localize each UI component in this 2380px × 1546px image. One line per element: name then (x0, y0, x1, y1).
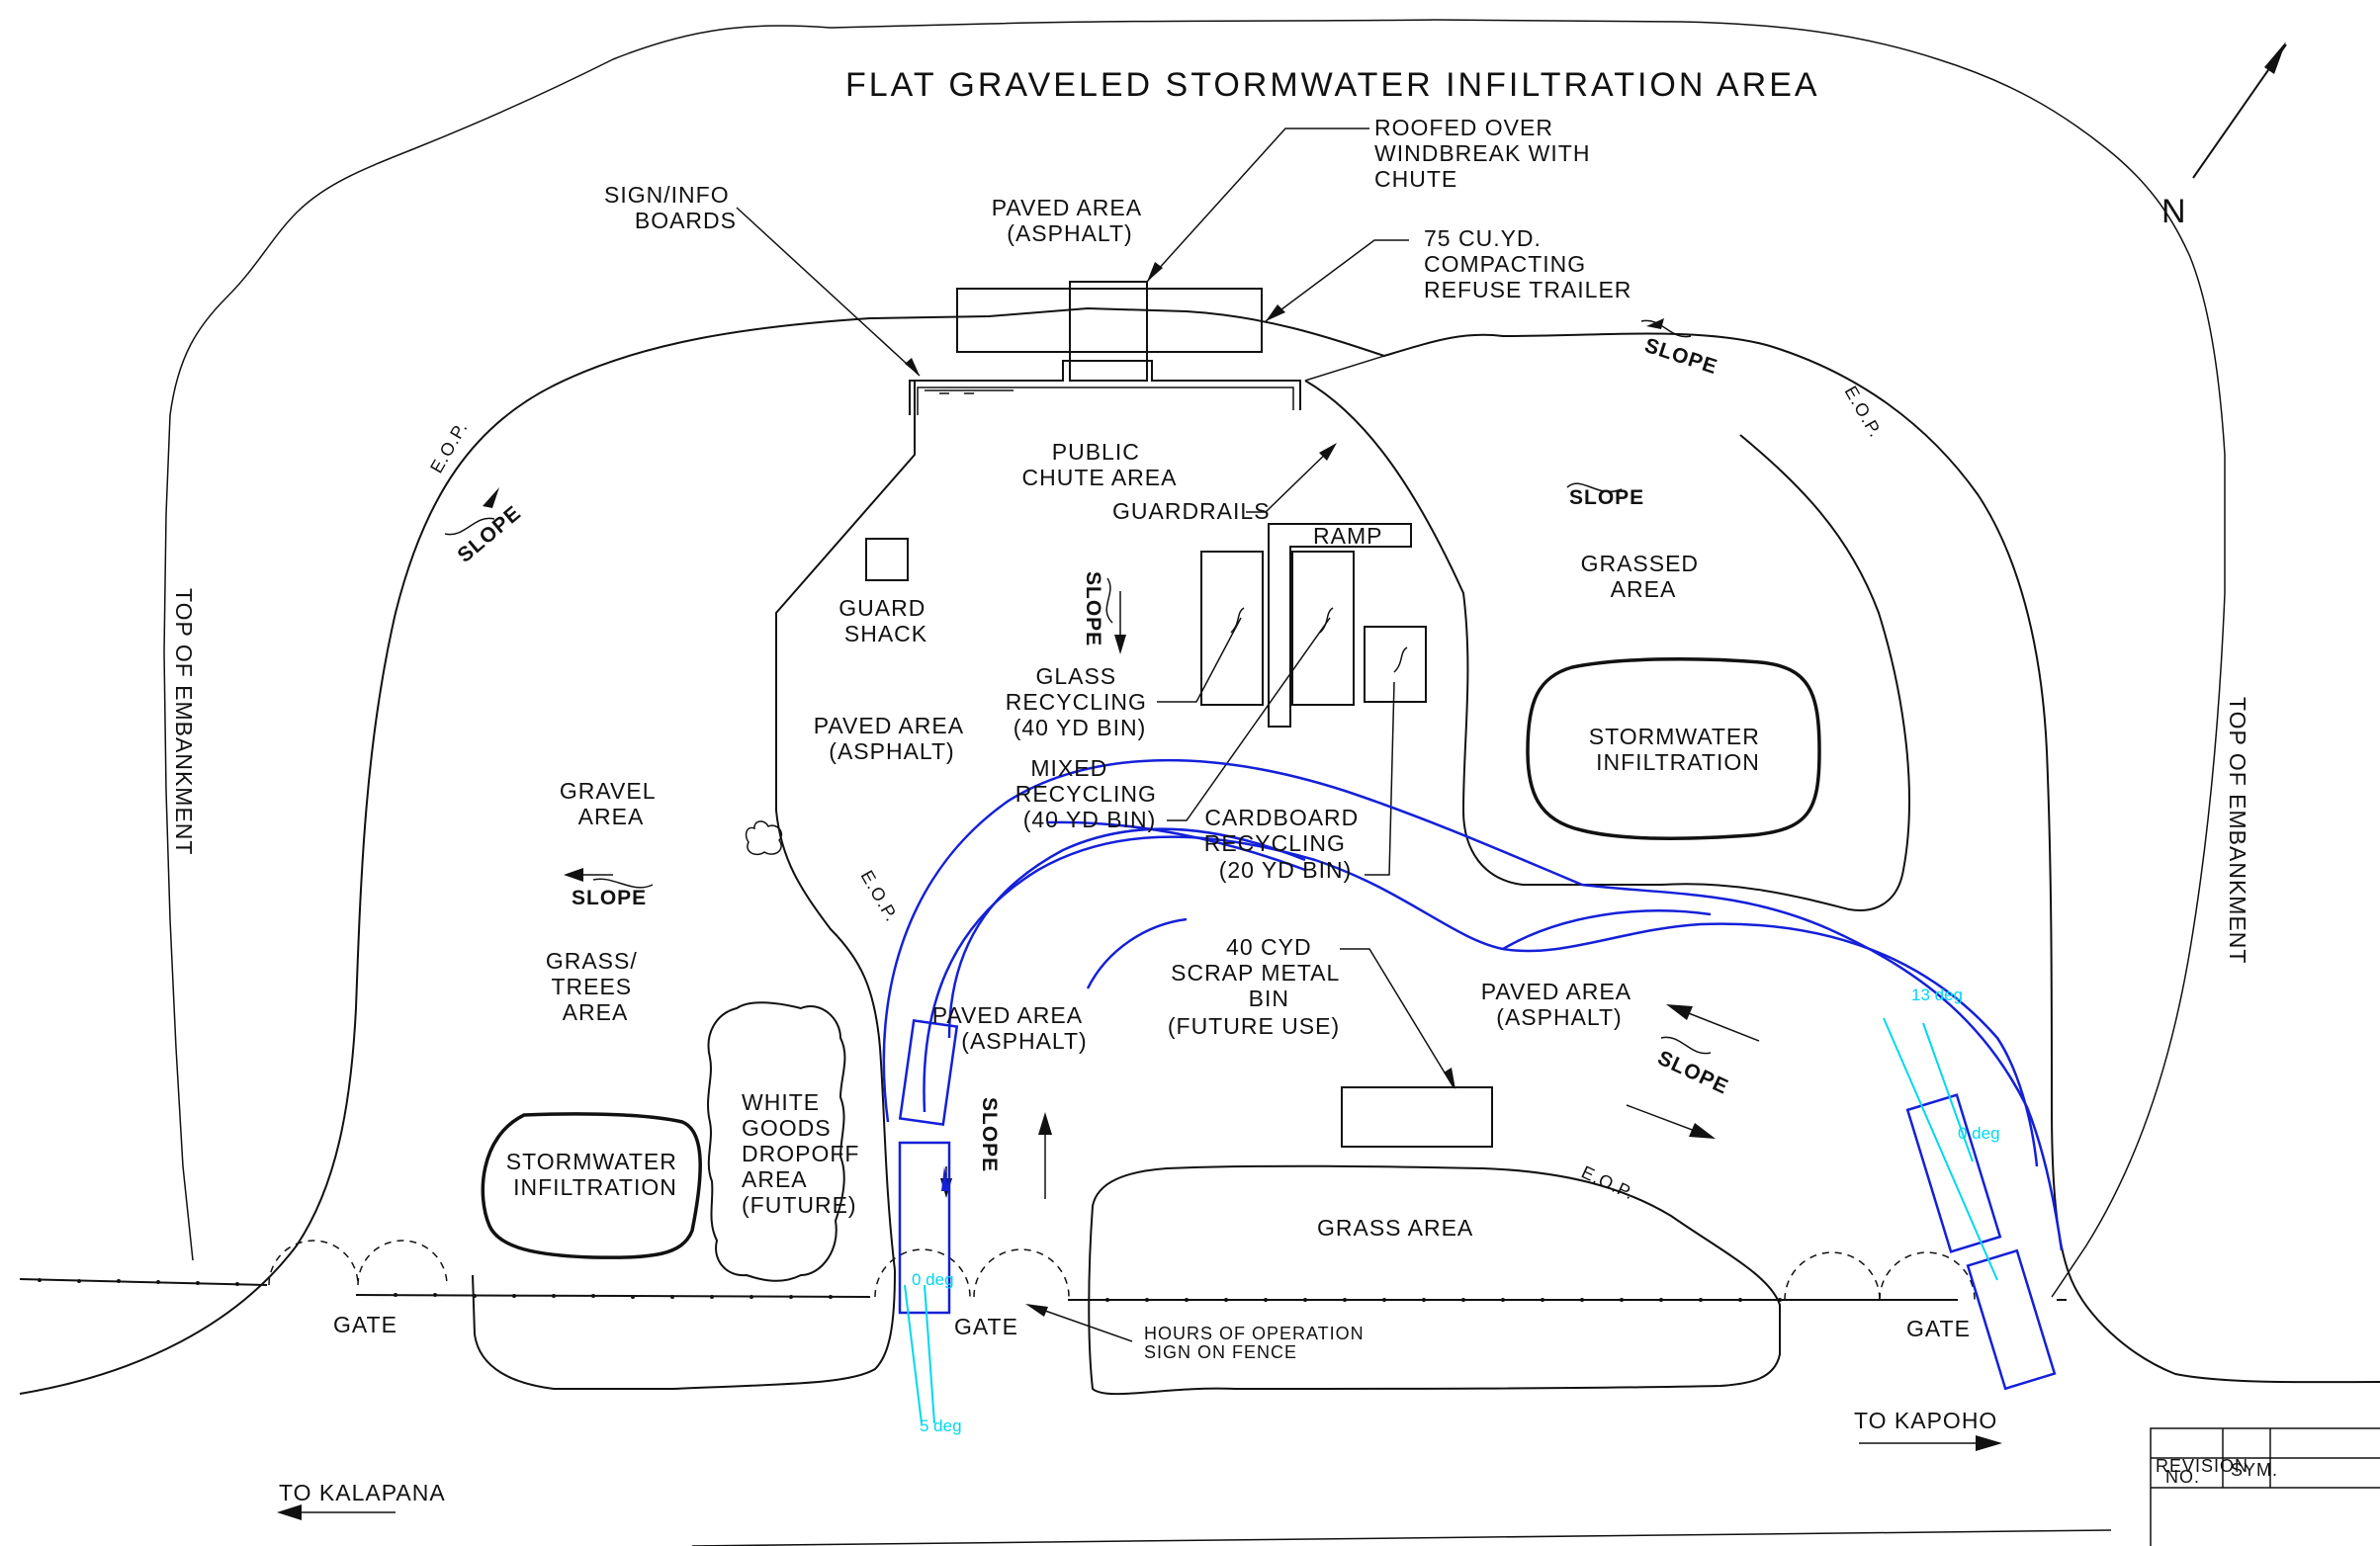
road-edge-lower (691, 1529, 2112, 1546)
gate-label: GATE (1906, 1316, 1971, 1341)
callout-leaders (736, 128, 1455, 1342)
upper-right-paved-edge (1304, 355, 1385, 382)
top-of-embankment-label: TOP OF EMBANKMENT (171, 588, 197, 855)
to-kapoho-label: TO KAPOHO (1854, 1408, 1997, 1433)
callout-hours-sign: HOURS OF OPERATION SIGN ON FENCE (1144, 1324, 1370, 1362)
slope-label: SLOPE (1569, 486, 1644, 509)
slope-label: SLOPE (1654, 1047, 1732, 1099)
vehicle-turning-path (882, 758, 2064, 1391)
windbreak-chute (1069, 281, 1148, 382)
area-white-goods: WHITE GOODS DROPOFF AREA (FUTURE) (742, 1089, 867, 1218)
callout-ramp: RAMP (1313, 523, 1382, 549)
eop-label: E.O.P. (857, 867, 903, 925)
angle-label: 0 deg (1958, 1124, 2000, 1143)
slope-label: SLOPE (572, 887, 647, 909)
cardboard-bin (1364, 626, 1427, 703)
area-guard-shack: GUARD SHACK (838, 595, 932, 646)
slope-symbols (444, 318, 1712, 1055)
sign-boards (925, 389, 1014, 394)
area-grass-trees: GRASS/ TREES AREA (546, 948, 645, 1025)
central-paved-outline (775, 381, 916, 1271)
bin-hook (1393, 646, 1408, 673)
callout-mixed: MIXED RECYCLING (40 YD BIN) (1015, 755, 1165, 832)
svg-text:NO.: NO. (2165, 1467, 2200, 1487)
slope-label: SLOPE (1082, 571, 1104, 646)
gate-swings (268, 1240, 1976, 1301)
shrub (745, 820, 783, 856)
fence-posts (38, 1278, 1782, 1302)
callout-glass: GLASS RECYCLING (40 YD BIN) (1006, 663, 1155, 740)
callout-cardboard: CARDBOARD RECYCLING (20 YD BIN) (1204, 805, 1366, 883)
gate-label: GATE (954, 1314, 1018, 1339)
angle-guides (904, 1017, 1998, 1424)
slope-label: SLOPE (978, 1097, 1001, 1172)
area-paved-top: PAVED AREA (ASPHALT) (992, 195, 1148, 246)
bin-hook (1230, 607, 1245, 634)
mixed-bin (1291, 551, 1355, 706)
site-title: FLAT GRAVELED STORMWATER INFILTRATION AR… (845, 66, 1820, 104)
white-goods-dropoff (707, 1001, 846, 1282)
eop-label: E.O.P. (1841, 383, 1887, 441)
eop-label: E.O.P. (1578, 1161, 1637, 1203)
angle-label: 5 deg (920, 1417, 962, 1435)
area-paved-right: PAVED AREA (ASPHALT) (1481, 979, 1637, 1030)
area-public-chute: PUBLIC CHUTE AREA (1022, 439, 1178, 490)
angle-label: 13 deg (1911, 986, 1963, 1004)
svg-text:REVISION: REVISION (2156, 1456, 2248, 1476)
top-of-embankment-outline (163, 19, 2226, 1298)
svg-text:SYM.: SYM. (2231, 1460, 2278, 1480)
ramp (1268, 523, 1412, 728)
north-arrow-icon (2192, 42, 2287, 179)
revision-block: REVISION NO. SYM. (2150, 1427, 2380, 1546)
stormwater-infiltration-right (1526, 656, 1821, 841)
area-stormwater-right: STORMWATER INFILTRATION (1589, 724, 1768, 775)
chute-guardrail (909, 360, 1301, 415)
glass-bin (1200, 551, 1264, 706)
area-paved-lower: PAVED AREA (ASPHALT) (932, 1002, 1089, 1054)
scrap-metal-bin (1341, 1086, 1493, 1148)
refuse-trailer (956, 288, 1263, 353)
grass-area-lower (1088, 1164, 1781, 1396)
slope-label: SLOPE (1641, 334, 1720, 379)
to-kalapana-label: TO KALAPANA (279, 1480, 446, 1505)
stormwater-infiltration-left (481, 1112, 702, 1259)
callout-roofed-windbreak: ROOFED OVER WINDBREAK WITH CHUTE (1374, 115, 1598, 192)
eop-outer-loop (19, 306, 2380, 1395)
gate-label: GATE (333, 1312, 397, 1337)
guard-shack (865, 538, 909, 581)
area-stormwater-left: STORMWATER INFILTRATION (506, 1149, 685, 1200)
eop-label: E.O.P. (426, 418, 472, 476)
area-gravel: GRAVEL AREA (560, 778, 662, 829)
top-of-embankment-label: TOP OF EMBANKMENT (2225, 697, 2250, 964)
callout-sign-boards: SIGN/INFO BOARDS (604, 182, 737, 233)
area-grassed: GRASSED AREA (1581, 551, 1707, 602)
area-grass-lower: GRASS AREA (1317, 1215, 1473, 1241)
direction-arrows (277, 591, 2002, 1520)
callout-scrap-metal: 40 CYD SCRAP METAL BIN (FUTURE USE) (1168, 934, 1347, 1039)
chute-guardrail-inner (917, 386, 1294, 415)
angle-label: 0 deg (912, 1270, 954, 1289)
north-label: N (2161, 193, 2189, 230)
gravel-lower-outline (472, 1269, 896, 1390)
area-paved-mid: PAVED AREA (ASPHALT) (814, 713, 970, 764)
callout-guardrails: GUARDRAILS (1112, 498, 1271, 524)
slope-label: SLOPE (453, 501, 525, 567)
right-grass-outline (1304, 380, 1910, 911)
fence-line (19, 1278, 2067, 1301)
callout-compacting-trailer: 75 CU.YD. COMPACTING REFUSE TRAILER (1424, 225, 1631, 302)
